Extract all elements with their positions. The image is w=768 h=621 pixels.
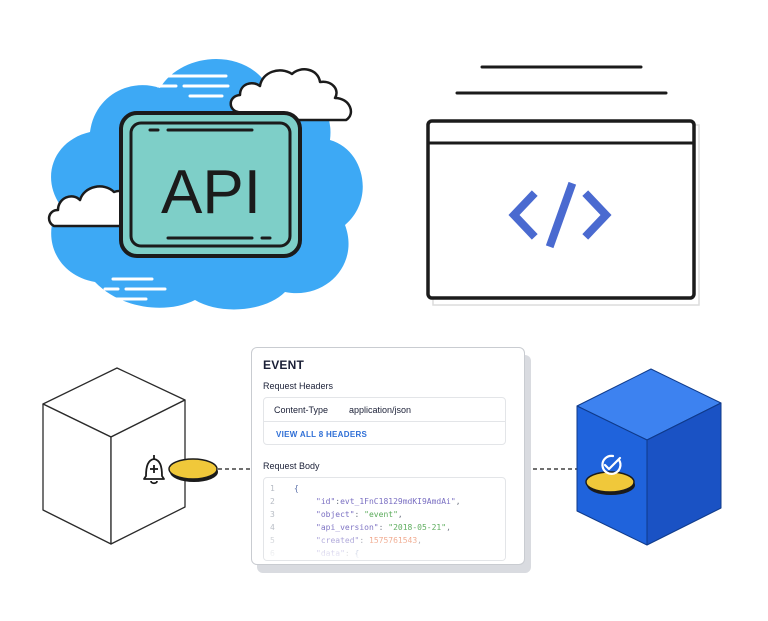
header-row: Content-Type application/json (264, 398, 505, 422)
small-cloud-top (229, 68, 353, 122)
request-body-label: Request Body (263, 461, 320, 471)
api-cloud-illustration: API (47, 58, 363, 310)
request-body-code: 1 { 2 "id":evt_1FnC18129mdKI9AmdAi", 3 "… (263, 477, 506, 561)
header-value: application/json (349, 405, 412, 415)
code-line: 2 "id":evt_1FnC18129mdKI9AmdAi", (270, 497, 461, 506)
yellow-coin-left (168, 458, 218, 482)
event-title: EVENT (263, 358, 305, 372)
code-brackets-icon (508, 181, 612, 249)
notification-bell-icon (143, 455, 165, 485)
header-key: Content-Type (274, 405, 329, 415)
code-line: 3 "object": "event", (270, 510, 403, 519)
code-fade-overlay (264, 526, 505, 560)
code-line: 1 { (270, 484, 299, 493)
white-cube (42, 367, 186, 545)
view-all-headers-link[interactable]: VIEW ALL 8 HEADERS (276, 430, 368, 439)
api-label: API (161, 158, 261, 227)
event-card: EVENT Request Headers Content-Type appli… (251, 347, 525, 565)
code-window-illustration (426, 65, 700, 306)
yellow-coin-right (585, 471, 635, 495)
wind-streaks (103, 74, 230, 301)
blue-cube (576, 368, 722, 546)
headers-box: Content-Type application/json VIEW ALL 8… (263, 397, 506, 445)
api-panel (119, 111, 302, 258)
check-circle-icon (601, 454, 622, 475)
request-headers-label: Request Headers (263, 381, 334, 391)
